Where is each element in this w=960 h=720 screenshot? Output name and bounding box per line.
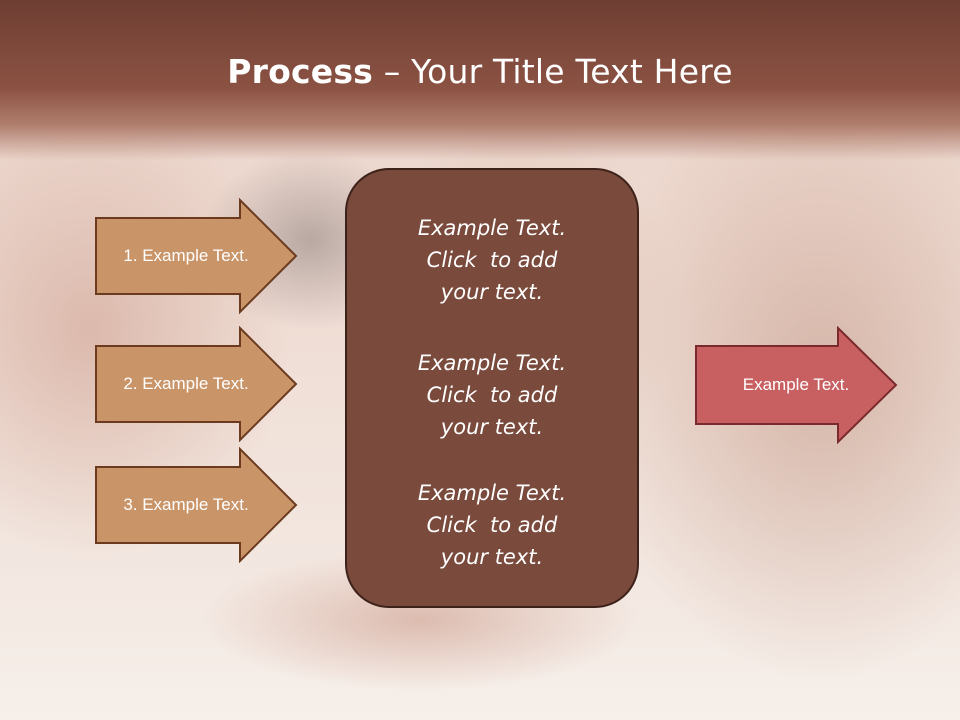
center-block-2-line-1: Example Text. (417, 351, 567, 375)
center-block-2-line-2: Click to add (426, 383, 558, 407)
step-2-label[interactable]: 2. Example Text. (123, 374, 249, 393)
title-rest: – Your Title Text Here (373, 52, 733, 91)
center-process-box[interactable] (345, 168, 639, 608)
step-3-arrow-shape (95, 447, 298, 563)
center-block-1-line-2: Click to add (426, 248, 558, 272)
result-arrow-shape (695, 326, 898, 444)
step-2-arrow-shape (95, 326, 298, 442)
center-block-2-line-3: your text. (440, 415, 544, 439)
slide-title[interactable]: Process – Your Title Text Here (0, 52, 960, 91)
step-1-label[interactable]: 1. Example Text. (123, 246, 249, 265)
center-block-1-line-3: your text. (440, 280, 544, 304)
result-label[interactable]: Example Text. (742, 375, 850, 394)
center-block-3-line-3: your text. (440, 545, 544, 569)
step-3-label[interactable]: 3. Example Text. (123, 495, 249, 514)
center-block-3-line-1: Example Text. (417, 481, 567, 505)
center-block-2[interactable]: Example Text. Click to add your text. (345, 347, 639, 443)
center-block-3-line-2: Click to add (426, 513, 558, 537)
title-band (0, 0, 960, 160)
center-block-3[interactable]: Example Text. Click to add your text. (345, 477, 639, 573)
title-bold: Process (227, 52, 374, 91)
step-1-arrow-shape (95, 198, 298, 314)
center-block-1-line-1: Example Text. (417, 216, 567, 240)
center-block-1[interactable]: Example Text. Click to add your text. (345, 212, 639, 308)
